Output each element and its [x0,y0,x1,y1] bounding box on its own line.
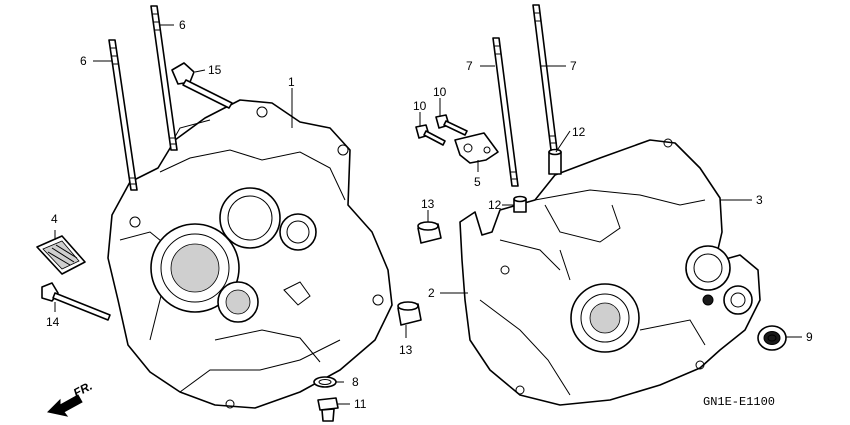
callout-5: 5 [474,175,481,189]
right-crankcase-half [459,138,761,406]
stud-bolt-7-right [532,4,558,151]
callout-6-right-stud: 6 [179,18,186,32]
callout-14: 14 [46,315,60,329]
oil-strainer-screen-4 [36,235,86,275]
callout-4: 4 [51,212,58,226]
diagram-code: GN1E-E1100 [703,395,775,409]
callout-13-upper: 13 [421,197,435,211]
callout-13-lower: 13 [399,343,413,357]
callout-1: 1 [288,75,295,89]
dowel-pin-13-upper [417,221,442,244]
callout-3: 3 [756,193,763,207]
flange-bolt-14 [41,282,111,321]
oil-seal-9 [757,325,787,351]
stud-bolt-7-left [492,37,519,187]
callout-15: 15 [208,63,222,77]
dowel-pin-12-upper [548,148,562,175]
callout-2: 2 [428,286,435,300]
callout-10-upper: 10 [433,85,447,99]
callout-10-lower: 10 [413,99,427,113]
cam-chain-setting-plate-5 [454,132,499,164]
callout-7-right-stud: 7 [570,59,577,73]
stud-bolt-6-right [150,5,178,151]
bolt-10-lower [415,124,446,146]
callout-7-left-stud: 7 [466,59,473,73]
dowel-pin-13-lower [397,301,422,326]
callout-6-left-stud: 6 [80,54,87,68]
front-arrow-icon [46,394,83,417]
callout-8: 8 [352,375,359,389]
flange-bolt-15 [171,62,233,109]
callout-12-lower: 12 [488,198,502,212]
dowel-pin-12-lower [513,195,527,213]
bolt-10-upper [435,114,468,136]
callout-12-upper: 12 [572,125,586,139]
sealing-washer-8 [313,376,337,388]
front-direction-indicator: FR. [46,379,95,417]
leader-lines [54,24,802,405]
drain-plug-11 [317,397,339,422]
stud-bolt-6-left [108,39,138,191]
left-crankcase-half [107,99,393,409]
callout-11: 11 [354,397,367,411]
callout-labels: 6 6 15 1 4 14 8 11 7 7 10 10 12 5 12 13 … [46,18,813,411]
callout-9: 9 [806,330,813,344]
